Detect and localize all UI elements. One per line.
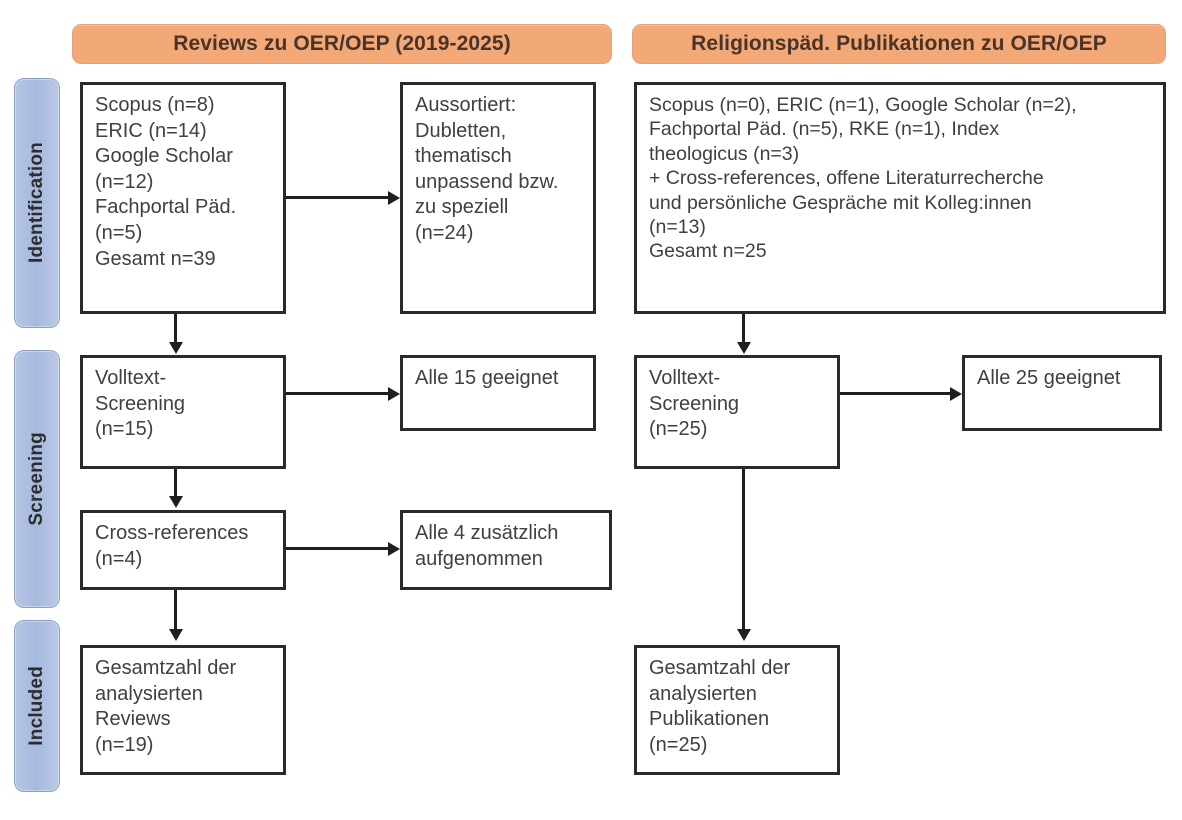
stage-label-identification-text: Identification [26, 142, 47, 264]
box-left-crossrefs-result-text: Alle 4 zusätzlich aufgenommen [415, 522, 559, 570]
box-right-included: Gesamtzahl der analysierten Publikatione… [634, 645, 840, 775]
box-left-excluded: Aussortiert: Dubletten, thematisch unpas… [400, 82, 596, 314]
box-right-screening: Volltext- Screening (n=25) [634, 355, 840, 469]
arrowhead-left-screening-to-crossrefs [169, 496, 183, 508]
connector-left-crossrefs-to-result [286, 547, 388, 550]
connector-left-screening-to-crossrefs [174, 469, 177, 498]
stage-label-identification: Identification [14, 78, 60, 328]
box-right-screening-text: Volltext- Screening (n=25) [649, 367, 740, 441]
box-left-identification-text: Scopus (n=8) ERIC (n=14) Google Scholar … [95, 94, 237, 270]
box-left-screening-text: Volltext- Screening (n=15) [95, 367, 186, 441]
connector-right-identification-to-screening [742, 314, 745, 344]
arrowhead-left-identification-to-excluded [388, 191, 400, 205]
box-left-screening: Volltext- Screening (n=15) [80, 355, 286, 469]
box-left-crossrefs: Cross-references (n=4) [80, 510, 286, 590]
stage-label-included: Included [14, 620, 60, 792]
box-right-identification: Scopus (n=0), ERIC (n=1), Google Scholar… [634, 82, 1166, 314]
box-right-screening-result-text: Alle 25 geeignet [977, 367, 1121, 389]
box-left-screening-result: Alle 15 geeignet [400, 355, 596, 431]
arrowhead-right-screening-to-included [737, 629, 751, 641]
box-right-screening-result: Alle 25 geeignet [962, 355, 1162, 431]
stage-label-included-text: Included [26, 666, 47, 746]
connector-left-identification-to-screening [174, 314, 177, 344]
column-header-reviews: Reviews zu OER/OEP (2019-2025) [72, 24, 612, 64]
arrowhead-left-crossrefs-to-included [169, 629, 183, 641]
box-right-identification-text: Scopus (n=0), ERIC (n=1), Google Scholar… [649, 94, 1077, 263]
box-left-included-text: Gesamtzahl der analysierten Reviews (n=1… [95, 657, 237, 756]
arrowhead-left-screening-to-result [388, 387, 400, 401]
box-left-crossrefs-result: Alle 4 zusätzlich aufgenommen [400, 510, 612, 590]
box-left-crossrefs-text: Cross-references (n=4) [95, 522, 249, 570]
box-left-included: Gesamtzahl der analysierten Reviews (n=1… [80, 645, 286, 775]
arrowhead-right-identification-to-screening [737, 342, 751, 354]
arrowhead-right-screening-to-result [950, 387, 962, 401]
connector-left-identification-to-excluded [286, 196, 388, 199]
box-left-screening-result-text: Alle 15 geeignet [415, 367, 559, 389]
connector-left-crossrefs-to-included [174, 590, 177, 631]
column-header-reviews-text: Reviews zu OER/OEP (2019-2025) [173, 32, 511, 55]
connector-left-screening-to-result [286, 392, 388, 395]
stage-label-screening: Screening [14, 350, 60, 608]
connector-right-screening-to-included [742, 469, 745, 631]
stage-label-screening-text: Screening [26, 432, 47, 526]
box-left-identification: Scopus (n=8) ERIC (n=14) Google Scholar … [80, 82, 286, 314]
connector-right-screening-to-result [840, 392, 950, 395]
arrowhead-left-crossrefs-to-result [388, 542, 400, 556]
column-header-publications: Religionspäd. Publikationen zu OER/OEP [632, 24, 1166, 64]
box-left-excluded-text: Aussortiert: Dubletten, thematisch unpas… [415, 94, 559, 244]
box-right-included-text: Gesamtzahl der analysierten Publikatione… [649, 657, 791, 756]
column-header-publications-text: Religionspäd. Publikationen zu OER/OEP [691, 32, 1107, 55]
arrowhead-left-identification-to-screening [169, 342, 183, 354]
